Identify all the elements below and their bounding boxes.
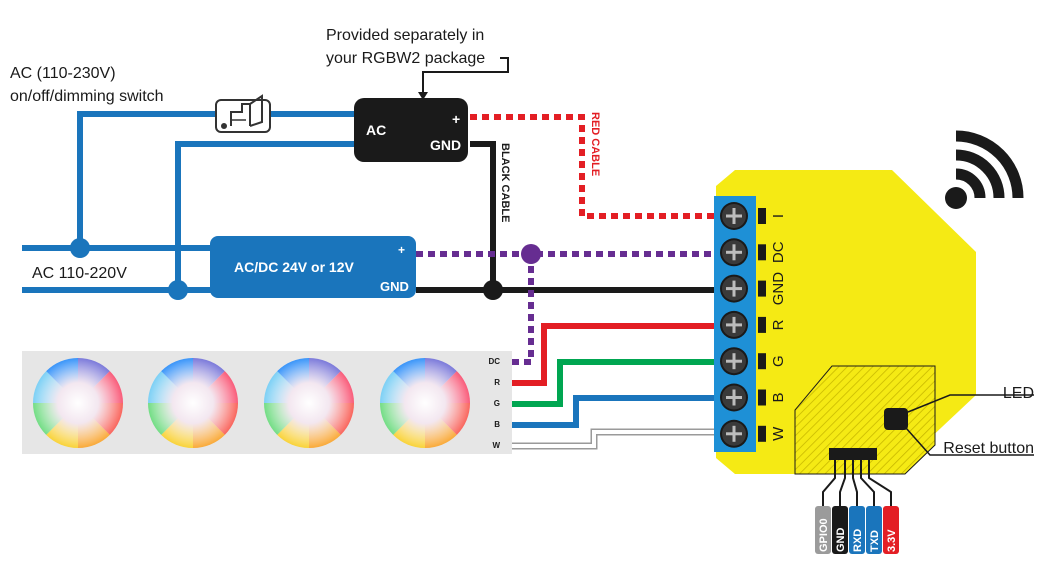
reset-button[interactable] [884,408,908,430]
led-chip [264,358,354,448]
pin-header [829,448,877,460]
led-strip: DC R G B W [22,351,512,454]
header-pin-label: RXD [852,529,864,552]
dc-junction-dot [521,244,541,264]
red-wire [512,323,716,386]
black-cable-wire [470,141,496,290]
red-cable-wire [470,114,716,219]
device-hatched-area [794,365,936,475]
strip-pin-g: G [494,399,500,408]
header-pin-label: GPIO0 [818,518,830,552]
terminal-label: W [770,426,787,441]
header-pin-txd: TXD [860,460,882,554]
header-pin-gnd: GND [832,460,848,554]
wifi-icon [945,130,1024,209]
blue-wire [512,395,716,428]
strip-pin-w: W [492,441,500,450]
terminal-gnd: GND [720,272,787,306]
strip-pin-dc: DC [488,357,500,366]
white-wire [512,430,716,448]
header-pin-rxd: RXD [849,460,865,554]
callout-bracket [422,57,509,94]
terminal-g: G [720,347,787,376]
terminal-label: G [770,355,787,367]
red-cable-label: RED CABLE [589,112,601,176]
main-psu-label: AC/DC 24V or 12V [234,259,354,275]
terminal-label: I [770,214,787,218]
dc-strip-wire [512,254,534,365]
terminal-dc: DC [720,238,787,267]
terminal-w: W [720,419,787,448]
ac-switch-label-line1: AC (110-230V) [10,65,116,82]
terminal-r: R [720,310,787,339]
strip-pin-r: R [494,378,500,387]
junction-dot [168,280,188,300]
ac-neutral-wire [175,141,358,290]
led-chip [148,358,238,448]
header-pin-label: GND [835,528,847,553]
provided-note-line2: your RGBW2 package [326,50,485,67]
callout-arrow [418,92,428,100]
main-psu-plus: + [398,243,405,257]
terminal-label: B [770,392,787,402]
ac-line-wire [77,111,216,248]
ac-mains-label: AC 110-220V [32,265,127,282]
green-wire [512,359,716,407]
main-psu: AC/DC 24V or 12V + GND [210,236,416,298]
reset-button-label: Reset button [943,440,1034,457]
strip-pin-b: B [494,420,500,429]
terminal-label: DC [770,241,787,263]
dimming-switch-icon [215,94,271,133]
terminal-i: I [720,202,787,230]
terminal-label: GND [770,272,787,306]
ac-wiring [22,111,358,300]
rgbw2-device: I DC GND R G B W [714,170,1034,475]
led-label: LED [1003,385,1034,402]
header-pin-33v: 3.3V [868,460,899,554]
terminal-label: R [770,319,787,330]
header-pin-label: TXD [869,530,881,552]
psu-ac-label: AC [366,122,386,138]
header-pin-gpio0: GPIO0 [815,460,836,554]
led-chip [380,358,470,448]
terminal-b: B [720,383,787,412]
junction-dot [70,238,90,258]
gnd-junction-dot [483,280,503,300]
provided-note-line1: Provided separately in [326,27,484,44]
ac-switch-label-line2: on/off/dimming switch [10,88,164,105]
psu-plus-label: + [452,111,460,127]
led-chip [33,358,123,448]
header-pin-label: 3.3V [886,529,898,552]
small-psu: AC + GND [354,98,468,162]
reset-leader-line [905,427,1034,456]
psu-gnd-label: GND [430,137,461,153]
led-leader-line [907,394,1034,413]
white-wire-outline [512,428,716,450]
main-psu-gnd: GND [380,279,409,294]
black-cable-label: BLACK CABLE [499,143,511,222]
